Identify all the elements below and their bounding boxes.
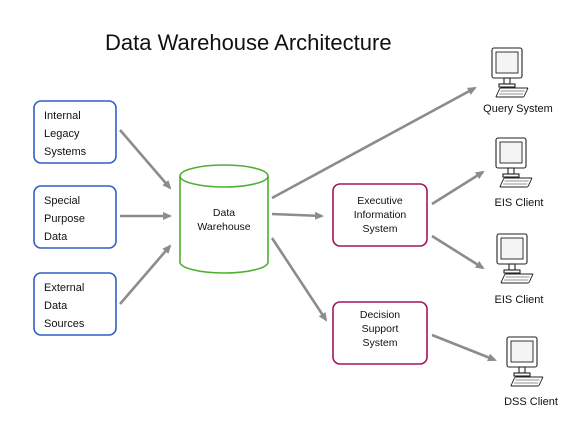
computer-icon-query-system [491,47,529,98]
svg-text:Decision: Decision [360,309,400,321]
svg-text:Purpose: Purpose [44,213,85,225]
svg-text:Executive: Executive [357,195,403,207]
computer-icon-eis-client-1 [495,137,533,188]
arrow-eis-to-client-2 [431,234,485,270]
arrow-warehouse-to-query [271,86,477,200]
svg-text:System: System [362,223,397,235]
client-label-dss-client: DSS Client [504,396,558,408]
computer-icon-dss-client [506,336,544,387]
client-label-eis-client-2: EIS Client [495,294,544,306]
diagram-title: Data Warehouse Architecture [105,30,392,55]
arrow-dss-to-client [431,333,497,362]
svg-text:Special: Special [44,195,80,207]
arrow-warehouse-to-dss [270,237,328,322]
svg-text:Data: Data [213,207,235,219]
source-internal-legacy-systems: Internal Legacy Systems [33,100,117,164]
svg-text:Data: Data [44,300,68,312]
svg-text:Systems: Systems [44,146,87,158]
svg-text:Support: Support [362,323,399,335]
decision-support-system-box: Decision Support System [332,301,428,365]
data-warehouse-cylinder: Data Warehouse [179,164,269,274]
arrow-external-to-warehouse [119,244,172,305]
arrow-legacy-to-warehouse [119,129,172,190]
executive-information-system-box: Executive Information System [332,183,428,247]
arrow-warehouse-to-eis [271,211,324,220]
computer-icon-eis-client-2 [496,233,534,284]
arrow-eis-to-client-1 [431,170,485,206]
svg-text:Data: Data [44,231,68,243]
svg-text:Warehouse: Warehouse [197,221,250,233]
source-special-purpose-data: Special Purpose Data [33,185,117,249]
svg-text:Information: Information [354,209,407,221]
svg-text:Internal: Internal [44,110,81,122]
source-external-data-sources: External Data Sources [33,272,117,336]
client-label-eis-client-1: EIS Client [495,197,544,209]
svg-text:External: External [44,282,84,294]
svg-text:Legacy: Legacy [44,128,80,140]
client-label-query-system: Query System [483,103,553,115]
svg-text:System: System [362,337,397,349]
svg-text:Sources: Sources [44,318,85,330]
